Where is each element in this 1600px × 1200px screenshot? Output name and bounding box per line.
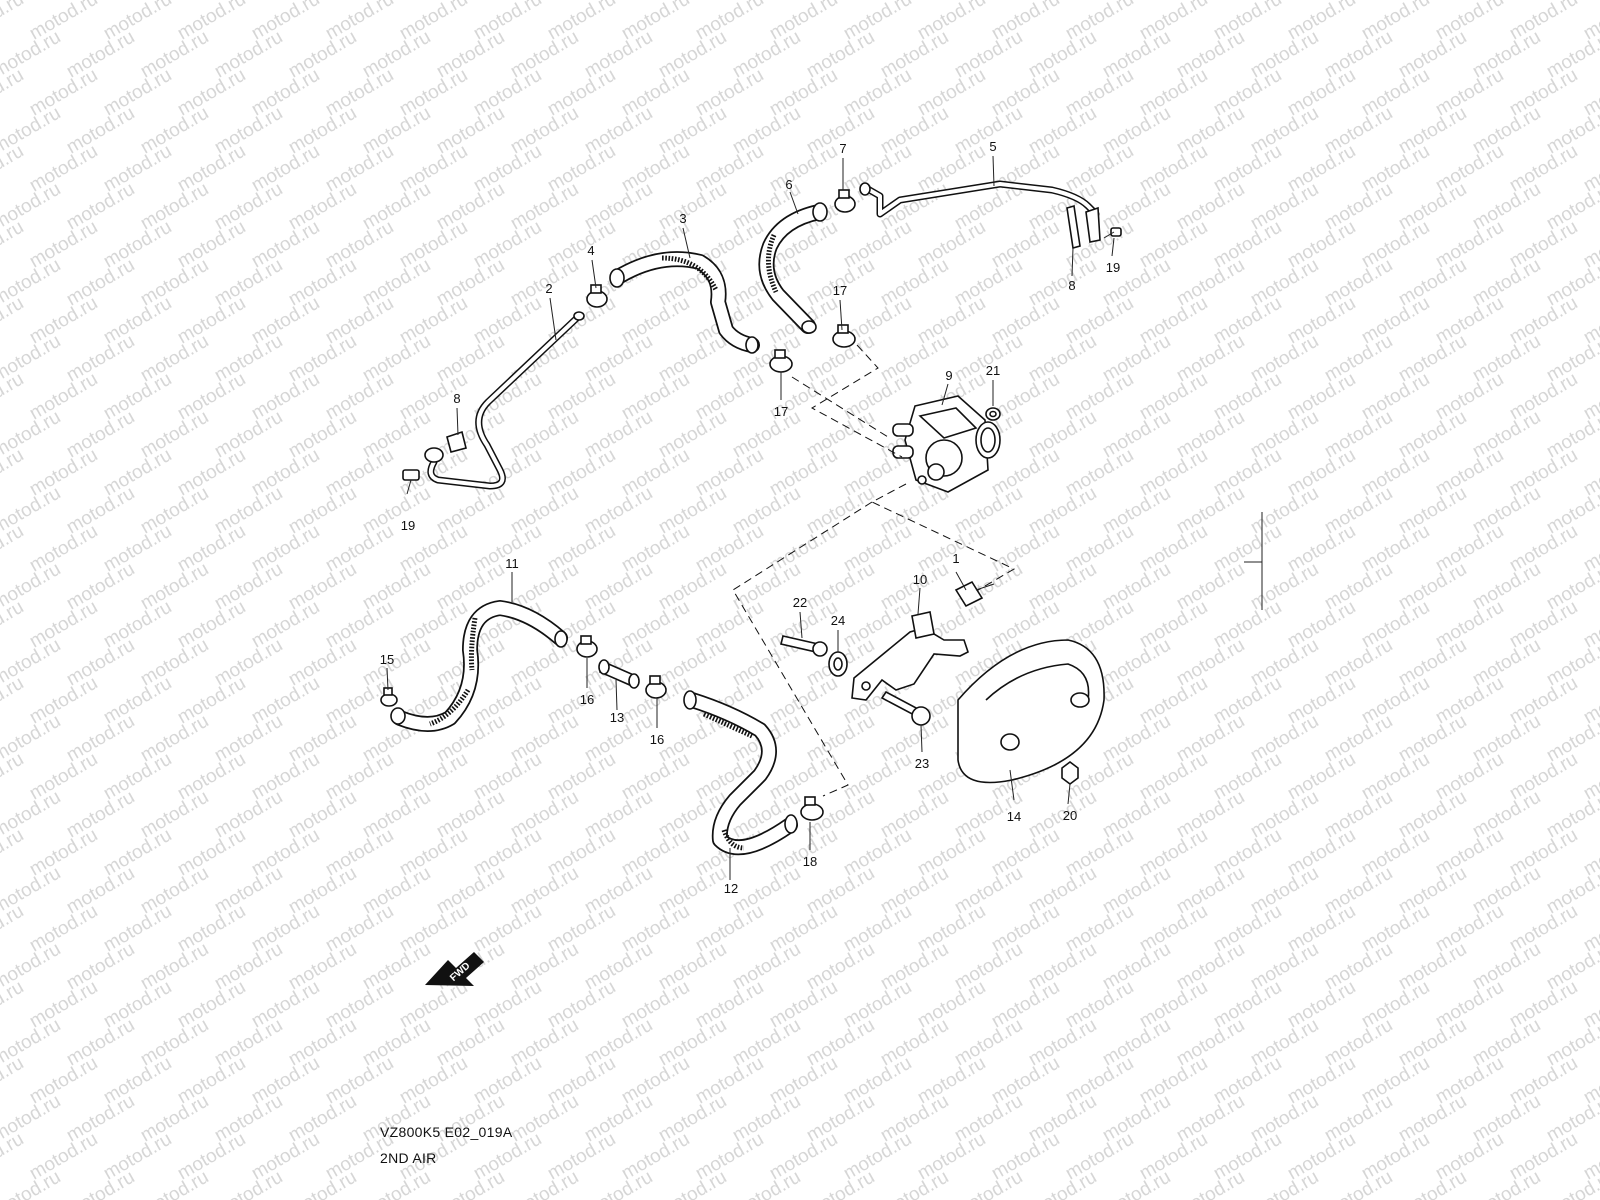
watermark-text: motod.ru [877, 1167, 952, 1200]
drawing-title: 2ND AIR [380, 1150, 437, 1166]
bolt-19-right [1103, 227, 1122, 239]
clamp-7 [834, 189, 856, 213]
silencer-14 [957, 639, 1105, 784]
watermark-text: motod.ru [803, 1167, 878, 1200]
callout-11: 11 [505, 556, 519, 571]
nut-20 [1061, 761, 1079, 785]
watermark-text: motod.ru [0, 65, 27, 121]
callout-21: 21 [986, 363, 1000, 378]
hose-12 [683, 690, 798, 856]
bolt-22 [780, 635, 828, 657]
bolt-23 [880, 690, 931, 726]
drawing-code: VZ800K5 E02_019A [380, 1124, 513, 1140]
bolt-19-left [402, 469, 420, 495]
callout-19-left: 19 [401, 518, 415, 533]
clip-8-left [446, 430, 467, 453]
leader-lines [386, 155, 1115, 880]
hose-3 [609, 251, 760, 354]
watermark-text: motod.ru [729, 1167, 804, 1200]
hose-6 [758, 202, 828, 334]
watermark-text: motod.ru [0, 901, 27, 957]
watermark-text: motod.ru [0, 597, 27, 653]
watermark-text: motod.ru [655, 1167, 730, 1200]
watermark-text: motod.ru [0, 445, 27, 501]
watermark-text: motod.ru [433, 1167, 508, 1200]
watermark-text: motod.ru [285, 1167, 360, 1200]
watermark-text: motod.ru [0, 141, 27, 197]
callout-8-left: 8 [453, 391, 460, 406]
callout-18: 18 [803, 854, 817, 869]
watermark-text: motod.ru [581, 1167, 656, 1200]
callout-3: 3 [679, 211, 686, 226]
watermark-text: motod.ru [1469, 1167, 1544, 1200]
watermark-text: motod.ru [1321, 1167, 1396, 1200]
watermark-text: motod.ru [0, 825, 27, 881]
callout-1: 1 [952, 551, 959, 566]
watermark-text: motod.ru [1025, 1167, 1100, 1200]
watermark-text: motod.ru [0, 977, 27, 1033]
callout-8-right: 8 [1068, 278, 1075, 293]
watermark-text: motod.ru [0, 293, 27, 349]
callout-15: 15 [380, 652, 394, 667]
callout-24: 24 [831, 613, 845, 628]
cap-21 [985, 407, 1001, 421]
watermark-text: motod.ru [1395, 1167, 1470, 1200]
watermark-text: motod.ru [211, 1167, 286, 1200]
callout-7: 7 [839, 141, 846, 156]
clamp-16-right [645, 675, 667, 699]
callout-17-lower: 17 [774, 404, 788, 419]
callout-14: 14 [1007, 809, 1021, 824]
watermark-text: motod.ru [0, 521, 27, 577]
watermark-text: motod.ru [0, 673, 27, 729]
callout-4: 4 [587, 243, 594, 258]
callout-16-right: 16 [650, 732, 664, 747]
callout-9: 9 [945, 368, 952, 383]
watermark-text: motod.ru [951, 1167, 1026, 1200]
callout-12: 12 [724, 881, 738, 896]
callout-2: 2 [545, 281, 552, 296]
clamp-18 [800, 796, 824, 821]
watermark-text: motod.ru [0, 0, 27, 44]
watermark-text: motod.ru [0, 217, 27, 273]
clamp-17-upper [832, 324, 856, 348]
watermark-text: motod.ru [1099, 1167, 1174, 1200]
watermark-text: motod.ru [1247, 1167, 1322, 1200]
watermark-text: motod.ru [0, 1053, 27, 1109]
joint-13 [598, 659, 640, 689]
watermark-text: motod.ru [63, 1167, 138, 1200]
bolt-1 [954, 580, 995, 608]
watermark-text: motod.ru [359, 1167, 434, 1200]
clip-8-right [1066, 204, 1101, 250]
callout-5: 5 [989, 139, 996, 154]
hose-11 [390, 600, 568, 732]
clamp-17-lower [769, 349, 793, 373]
callout-19-right: 19 [1106, 260, 1120, 275]
callout-13: 13 [610, 710, 624, 725]
bracket-10 [851, 611, 969, 701]
callout-17-upper: 17 [833, 283, 847, 298]
callout-20: 20 [1063, 808, 1077, 823]
watermark-text: motod.ru [1173, 1167, 1248, 1200]
watermark-text: motod.ru [0, 369, 27, 425]
callout-16-left: 16 [580, 692, 594, 707]
valve-9 [892, 395, 1001, 493]
connection-lines [732, 344, 1016, 797]
watermark-text: motod.ru [0, 1129, 27, 1185]
callouts: 1 2 3 4 5 6 7 8 8 9 10 11 12 13 14 15 16… [380, 139, 1120, 896]
callout-6: 6 [785, 177, 792, 192]
clamp-16-left [576, 635, 598, 658]
callout-23: 23 [915, 756, 929, 771]
pipe-2 [424, 311, 585, 490]
watermark-text: motod.ru [507, 1167, 582, 1200]
grommet-24 [828, 651, 848, 677]
callout-22: 22 [793, 595, 807, 610]
watermark-text: motod.ru [0, 749, 27, 805]
edge-marker [1244, 512, 1263, 610]
watermark-text: motod.ru [137, 1167, 212, 1200]
pipe-5 [859, 180, 1100, 218]
callout-10: 10 [913, 572, 927, 587]
